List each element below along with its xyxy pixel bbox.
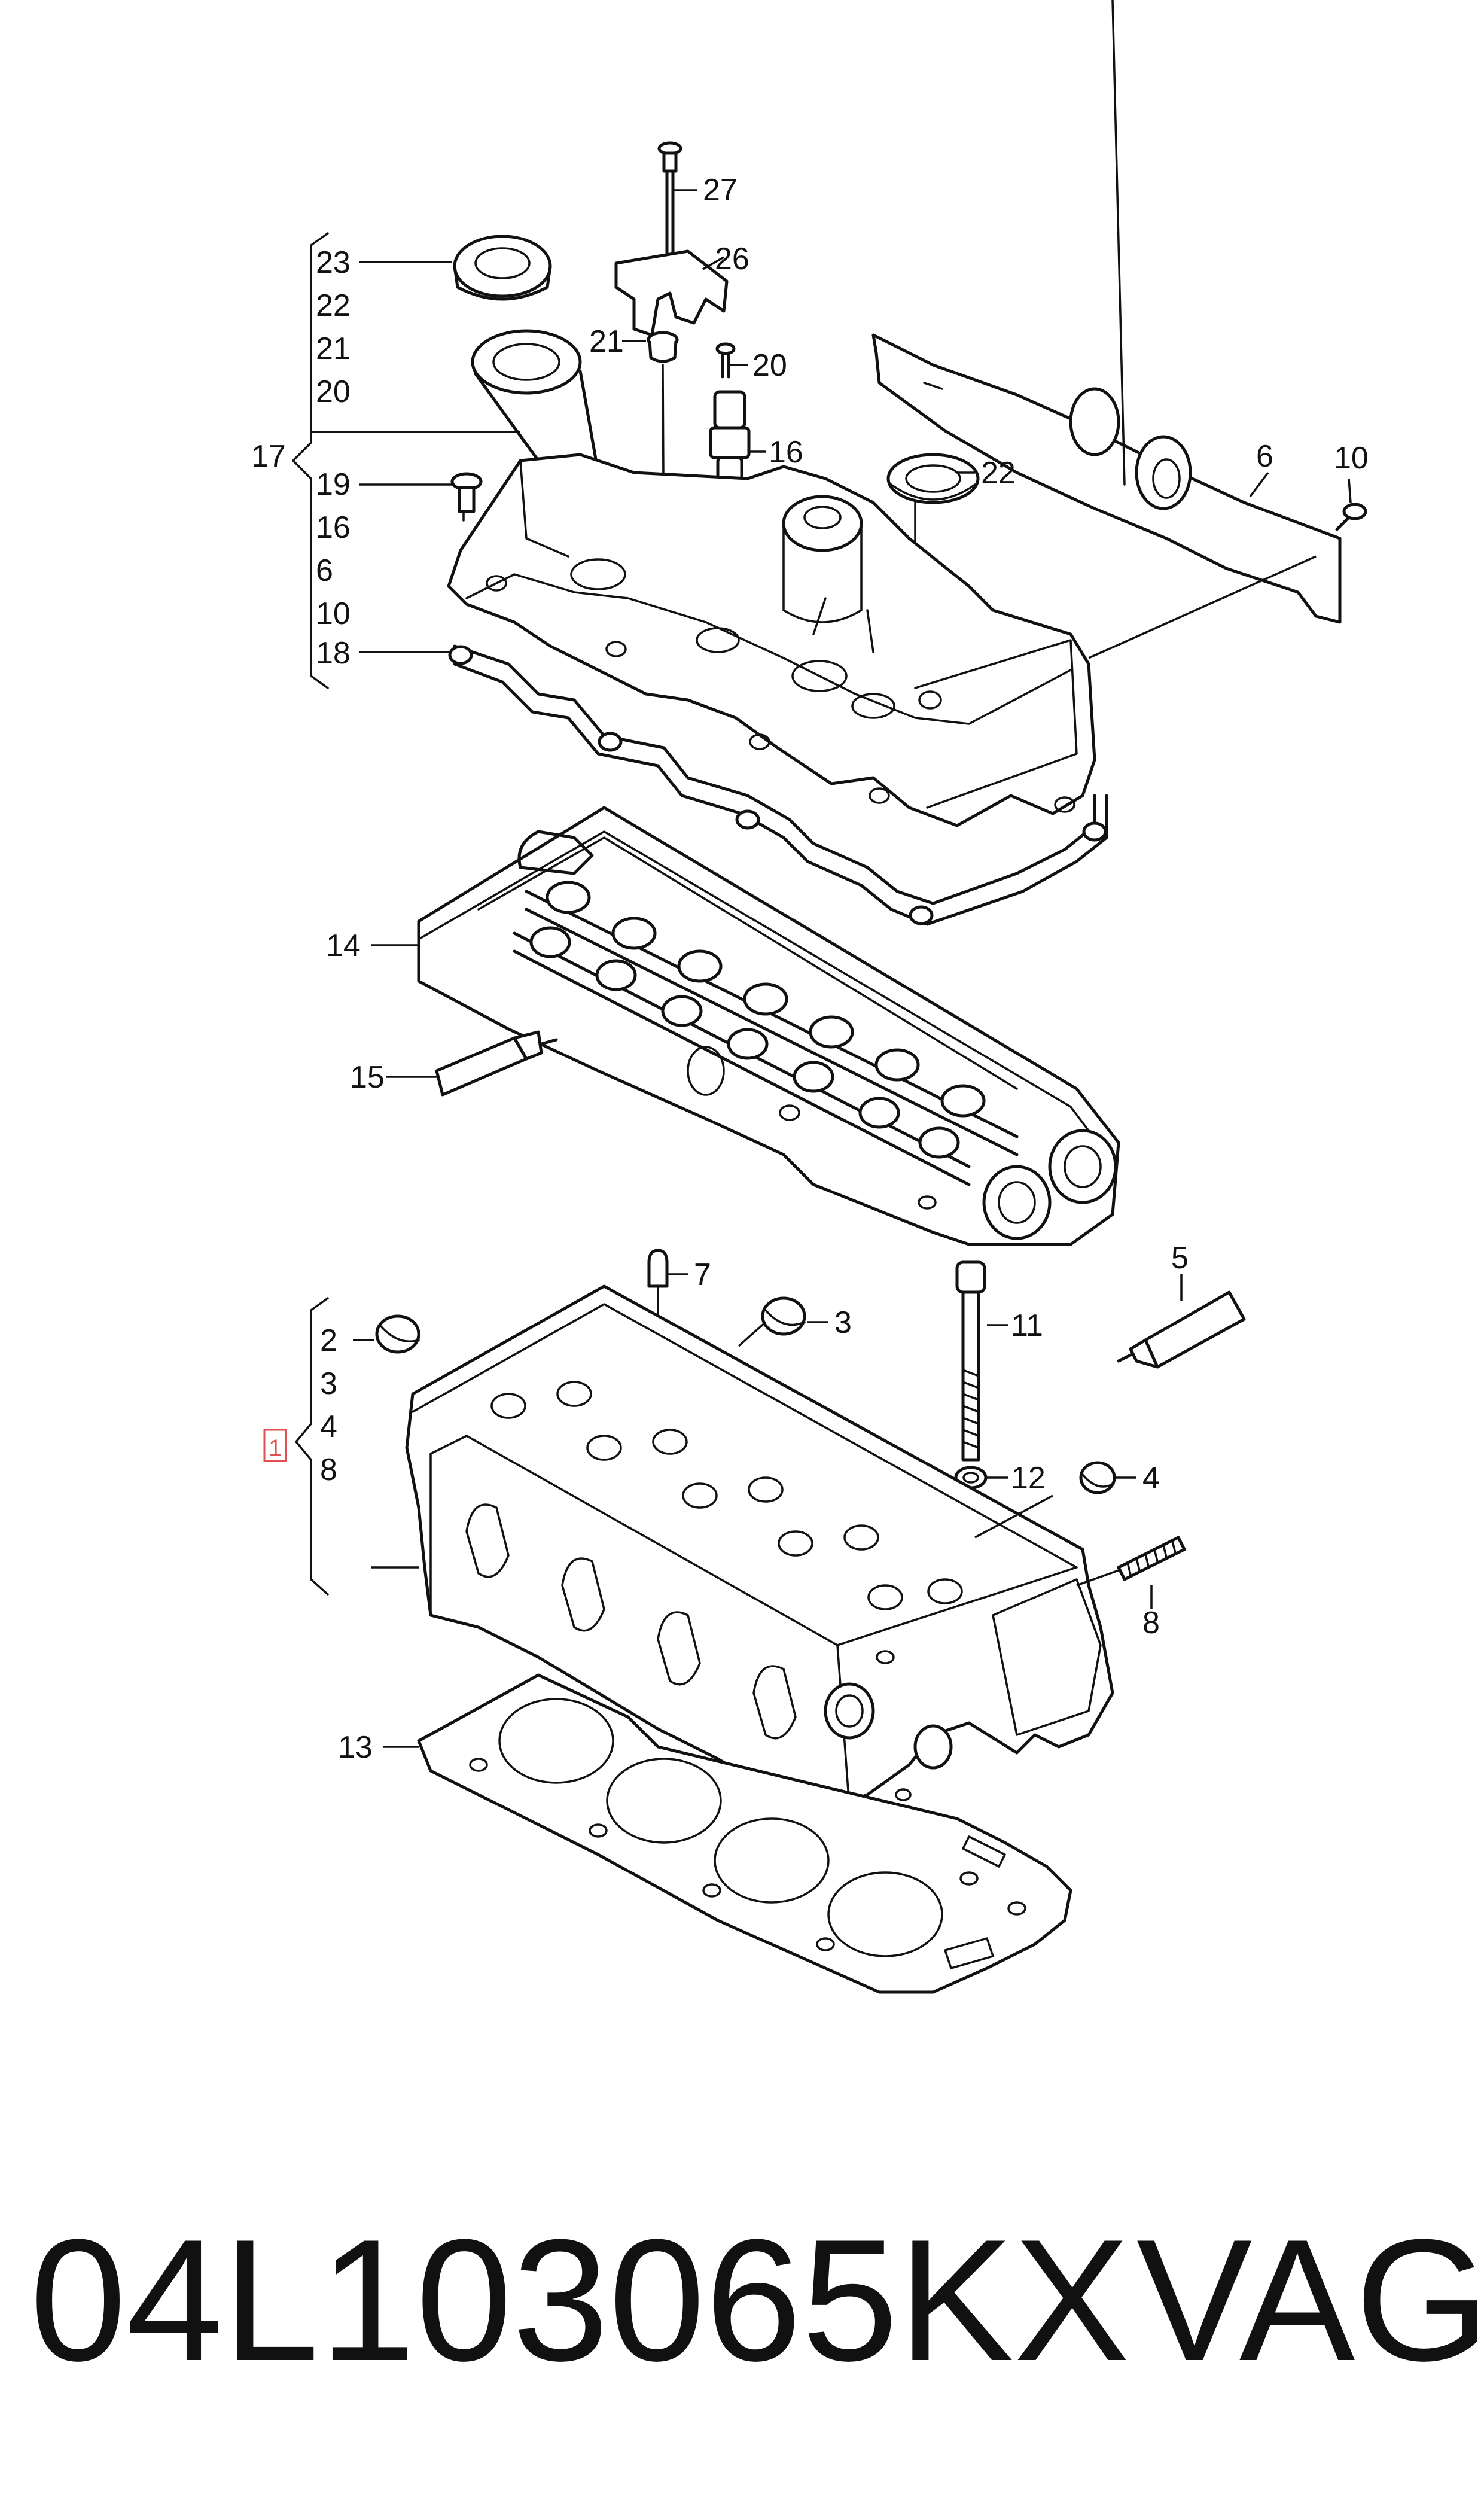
callout-27: 27 bbox=[703, 173, 738, 208]
bolt-11 bbox=[955, 1260, 986, 1462]
callout-26: 26 bbox=[715, 242, 749, 276]
callout-10: 10 bbox=[1334, 441, 1369, 476]
callout-10-group: 10 bbox=[316, 596, 351, 631]
head-gasket-13 bbox=[417, 1673, 1072, 1994]
screw-19 bbox=[450, 472, 483, 522]
callout-2: 2 bbox=[320, 1323, 337, 1358]
stud-8 bbox=[1117, 1536, 1186, 1581]
callout-6: 6 bbox=[1256, 439, 1273, 474]
valve-pockets bbox=[490, 1381, 963, 1610]
cover-gasket-18 bbox=[448, 644, 1108, 926]
leader-lines bbox=[311, 189, 1352, 1748]
callout-12: 12 bbox=[1011, 1461, 1046, 1496]
ports bbox=[465, 1503, 797, 1740]
highlight-box bbox=[263, 1429, 287, 1462]
callout-15: 15 bbox=[350, 1060, 385, 1095]
plug-2 bbox=[375, 1314, 420, 1354]
oil-filler-cap bbox=[453, 235, 552, 301]
sealant-tube-15 bbox=[435, 1030, 558, 1097]
callout-8: 8 bbox=[1142, 1606, 1160, 1640]
oil-filler-neck bbox=[471, 329, 600, 486]
callout-6-group: 6 bbox=[316, 553, 333, 588]
plug-4 bbox=[1079, 1461, 1116, 1494]
callout-3-group: 3 bbox=[320, 1366, 337, 1401]
plug-3 bbox=[761, 1296, 806, 1336]
callout-13: 13 bbox=[338, 1730, 373, 1765]
bracket-26 bbox=[614, 249, 729, 337]
callout-16-group: 16 bbox=[316, 510, 351, 545]
callout-8-group: 8 bbox=[320, 1453, 337, 1487]
callout-16: 16 bbox=[769, 435, 803, 470]
seal-22 bbox=[886, 453, 980, 665]
bracket-1 bbox=[263, 1297, 329, 1596]
callout-22-group: 22 bbox=[316, 288, 351, 323]
callout-labels: 27 26 23 22 21 20 17 19 16 6 10 18 21 20… bbox=[251, 173, 1369, 1765]
sealant-tube-5 bbox=[1117, 1290, 1246, 1369]
callout-11: 11 bbox=[1011, 1308, 1043, 1343]
bolt-20 bbox=[715, 342, 736, 379]
callout-4: 4 bbox=[1142, 1461, 1160, 1496]
callout-17: 17 bbox=[251, 439, 286, 474]
callout-1: 1 bbox=[269, 1435, 282, 1462]
camshaft-housing-14 bbox=[417, 806, 1120, 1246]
part-number: 04L103065KX bbox=[30, 2203, 1130, 2397]
callout-4-group: 4 bbox=[320, 1409, 337, 1444]
callout-22: 22 bbox=[981, 456, 1016, 491]
callout-21-group: 21 bbox=[316, 331, 351, 366]
screw-10 bbox=[1335, 503, 1367, 531]
callout-19: 19 bbox=[316, 467, 351, 502]
cylinder-head bbox=[405, 1284, 1114, 1808]
heat-shield-6 bbox=[871, 0, 1342, 624]
callout-3: 3 bbox=[834, 1305, 852, 1340]
cylinder-head-cover bbox=[447, 453, 1096, 827]
callout-18: 18 bbox=[316, 636, 351, 671]
camshaft-upper bbox=[525, 881, 1019, 1156]
callout-5: 5 bbox=[1171, 1241, 1189, 1275]
callout-7: 7 bbox=[694, 1258, 711, 1292]
callout-21: 21 bbox=[589, 324, 624, 359]
bracket-17 bbox=[292, 232, 329, 689]
valve-16 bbox=[709, 390, 751, 647]
callout-20: 20 bbox=[752, 348, 787, 383]
callout-23: 23 bbox=[316, 245, 351, 280]
callout-20-group: 20 bbox=[316, 374, 351, 409]
camshaft-lower bbox=[513, 926, 971, 1186]
brand-name: VAG bbox=[1136, 2203, 1484, 2397]
callout-14: 14 bbox=[326, 928, 361, 963]
